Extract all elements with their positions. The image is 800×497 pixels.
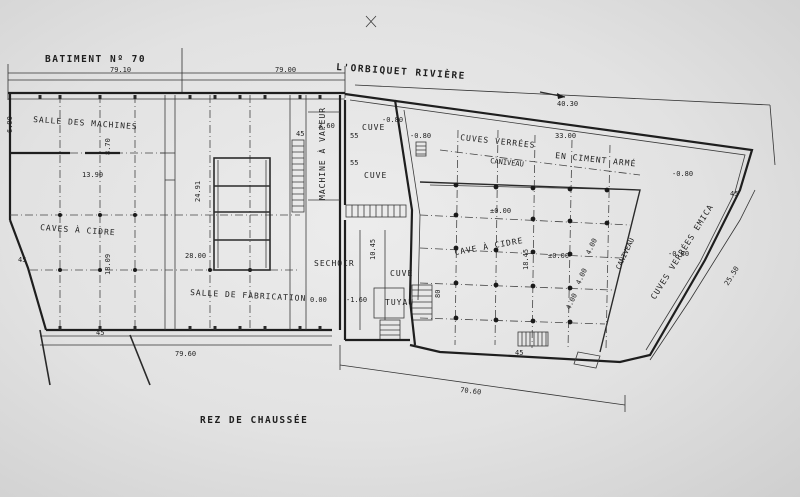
- dim-18-09: 18.09: [104, 254, 112, 275]
- river-label: L'ORBIQUET RIVIÈRE: [336, 61, 466, 82]
- machine-vapeur-label: MACHINE À VAPEUR: [316, 107, 327, 200]
- dim-18-45: 18.45: [522, 249, 530, 270]
- caniveau-top-label: CANIVEAU: [490, 157, 524, 168]
- ciment-arme-label: EN CIMENT ARMÉ: [555, 149, 637, 168]
- dim-0-00-b: ±0.00: [548, 252, 569, 260]
- dim-0-00-a: ±0.00: [490, 207, 511, 215]
- cave-cidre-right-label: CAVE À CIDRE: [453, 234, 524, 257]
- right-building-walls: [344, 92, 754, 369]
- left-building-walls: [8, 91, 345, 337]
- dim-79-60: 79.60: [175, 350, 196, 358]
- salle-machines-label: SALLE DES MACHINES: [33, 115, 138, 131]
- dim-6-90: 6.90: [6, 116, 14, 133]
- labels: BATIMENT Nº 70 79.10 79.00 L'ORBIQUET RI…: [6, 54, 741, 426]
- stair-left: [291, 139, 305, 213]
- dim-0-80-a: -0.80: [382, 116, 403, 124]
- dim-0-80-e: -0.80: [400, 112, 421, 120]
- plan-title: REZ DE CHAUSSÉE: [200, 414, 308, 426]
- dim-55-b: 55: [350, 159, 358, 167]
- dim-0-80-d: -0.80: [668, 250, 689, 258]
- dim-13-90: 13.90: [82, 171, 103, 179]
- dim-4-00-c: 4.00: [565, 292, 579, 311]
- right-columns: [453, 182, 610, 325]
- cuve-mid-label: CUVE: [364, 171, 387, 180]
- dim-4-00-b: 4.00: [575, 267, 589, 286]
- dim-45-d: 45: [96, 329, 104, 337]
- middle-section: [308, 100, 433, 342]
- sechoir-label: SECHOIR: [314, 259, 355, 268]
- dim-45-c: 45: [18, 256, 26, 264]
- dim-3-60: 3.60: [318, 122, 335, 130]
- salle-fabrication-label: SALLE DE FABRICATION: [190, 288, 307, 303]
- dim-33-00: 33.00: [555, 132, 576, 140]
- right-dimension-lines: [39, 104, 776, 412]
- tuyau-label: TUYAU: [385, 298, 414, 307]
- central-frame-block: [213, 157, 271, 271]
- dim-55-a: 55: [350, 132, 358, 140]
- dim-79-00: 79.00: [275, 66, 296, 74]
- dim-25-50: 25.50: [723, 265, 741, 287]
- dim-0-80-c: -0.80: [672, 170, 693, 178]
- dim-79-10: 79.10: [110, 66, 131, 74]
- dim-0-80-b: -0.80: [410, 132, 431, 140]
- dim-28-00: 28.00: [185, 252, 206, 260]
- dim-40-30: 40.30: [557, 100, 578, 108]
- dim-4-00-a: 4.00: [585, 237, 599, 256]
- dim-45-e: 45: [296, 130, 304, 138]
- dim-8-70: 8.70: [104, 138, 112, 155]
- cuve-top-label: CUVE: [362, 123, 385, 132]
- caniveau-right-label: CANIVEAU: [615, 237, 637, 271]
- dim-0-00-c: 0.00: [310, 296, 327, 304]
- dim-1-60: -1.60: [346, 296, 367, 304]
- top-dimension-lines: [7, 48, 771, 106]
- left-columns: [58, 213, 252, 272]
- dim-80: 80: [434, 290, 442, 298]
- cuve-bottom-label: CUVE: [390, 269, 413, 278]
- cross-mark: [365, 15, 377, 28]
- dim-45-b: 45: [515, 349, 523, 357]
- dim-45-a: 45: [730, 190, 738, 198]
- building-number-label: BATIMENT Nº 70: [45, 54, 146, 65]
- dim-24-91: 24.91: [194, 181, 202, 202]
- caves-cidre-left-label: CAVES À CIDRE: [40, 221, 116, 237]
- dim-70-60: 70.60: [460, 386, 482, 397]
- dim-4-00-d: 4.00: [30, 93, 47, 101]
- dim-10-45: 10.45: [369, 239, 377, 260]
